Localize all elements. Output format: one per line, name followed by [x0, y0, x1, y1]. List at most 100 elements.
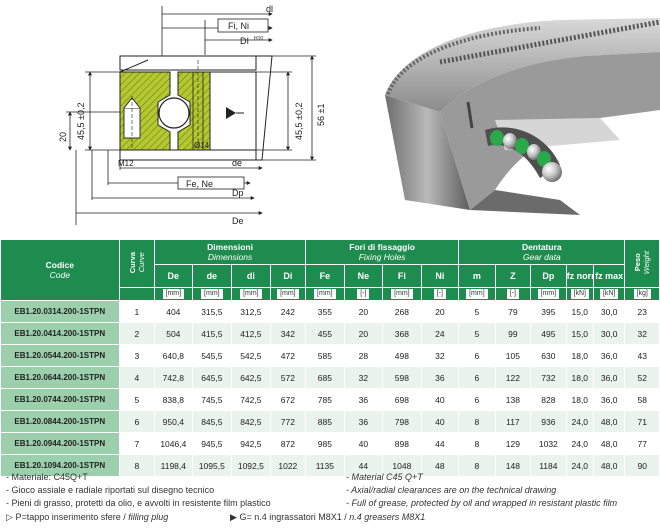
- table-cell: 5: [118, 388, 156, 411]
- table-cell: 395: [530, 300, 567, 323]
- dim-height-left: 45,5 ±0,2: [76, 103, 86, 140]
- table-cell: 18,0: [565, 388, 594, 411]
- table-cell: 36,0: [592, 344, 626, 367]
- table-cell: 242: [269, 300, 307, 323]
- dim-dp: Dp: [232, 188, 244, 198]
- table-cell: 838,8: [154, 388, 193, 411]
- table-cell: 455: [305, 322, 345, 345]
- table-cell: 44: [420, 432, 460, 455]
- table-cell: 36: [420, 366, 460, 389]
- table-cell: 404: [154, 300, 193, 323]
- unit-blank: [118, 287, 156, 301]
- table-cell: 8: [118, 454, 156, 477]
- col-header: fz norm: [565, 264, 594, 288]
- table-cell: 542,5: [231, 344, 271, 367]
- table-cell: 268: [382, 300, 422, 323]
- table-cell: 355: [305, 300, 345, 323]
- table-cell: 48,0: [592, 410, 626, 433]
- table-cell: 40: [343, 432, 384, 455]
- table-cell: 15,0: [565, 322, 594, 345]
- table-cell: 77: [624, 432, 660, 455]
- table-cell: 545,5: [191, 344, 233, 367]
- table-cell: 415,5: [191, 322, 233, 345]
- bearing-cross-section: [119, 6, 273, 161]
- table-cell: 942,5: [231, 432, 271, 455]
- dim-height-right: 45,5 ±0,2: [294, 103, 304, 140]
- table-cell: 950,4: [154, 410, 193, 433]
- table-cell: 18,0: [565, 366, 594, 389]
- table-cell: 2: [118, 322, 156, 345]
- dim-thread-m12: M12: [118, 159, 134, 168]
- col-header: Ni: [420, 264, 460, 288]
- table-cell: 30,0: [592, 300, 626, 323]
- product-code: EB1.20.0744.200-1STPN: [0, 388, 120, 411]
- unit-cell: [mm]: [458, 287, 496, 301]
- table-cell: 5: [458, 300, 496, 323]
- table-cell: 1048: [382, 454, 422, 477]
- table-cell: 885: [305, 410, 345, 433]
- table-cell: 117: [494, 410, 532, 433]
- table-cell: 32: [343, 366, 384, 389]
- unit-cell: [-]: [343, 287, 384, 301]
- table-cell: 672: [269, 388, 307, 411]
- table-cell: 598: [382, 366, 422, 389]
- table-cell: 1095,5: [191, 454, 233, 477]
- table-cell: 742,5: [231, 388, 271, 411]
- table-cell: 32: [624, 322, 660, 345]
- table-cell: 1092,5: [231, 454, 271, 477]
- table-cell: 8: [458, 432, 496, 455]
- col-header: Fe: [305, 264, 345, 288]
- col-header: m: [458, 264, 496, 288]
- table-cell: 99: [494, 322, 532, 345]
- table-cell: 640,8: [154, 344, 193, 367]
- table-cell: 642,5: [231, 366, 271, 389]
- table-cell: 6: [458, 388, 496, 411]
- col-header: Fi: [382, 264, 422, 288]
- notes: - Materiale: C45Q+T - Gioco assiale e ra…: [0, 472, 660, 530]
- note-grease-en: - Full of grease, protected by oil and w…: [346, 498, 618, 508]
- table-cell: 1046,4: [154, 432, 193, 455]
- table-cell: 504: [154, 322, 193, 345]
- table-cell: 122: [494, 366, 532, 389]
- dim-hole-dia: Ø14: [194, 141, 210, 150]
- col-header: De: [154, 264, 193, 288]
- table-cell: 936: [530, 410, 567, 433]
- dim-fi-ni: Fi, Ni: [228, 21, 249, 31]
- col-header: fz max: [592, 264, 626, 288]
- table-cell: 40: [420, 388, 460, 411]
- product-code: EB1.20.0844.200-1STPN: [0, 410, 120, 433]
- table-cell: 498: [382, 344, 422, 367]
- unit-cell: [kN]: [565, 287, 594, 301]
- table-cell: 585: [305, 344, 345, 367]
- dim-height-20: 20: [58, 132, 68, 142]
- col-header: Z: [494, 264, 532, 288]
- col-header: de: [191, 264, 233, 288]
- table-cell: 6: [458, 366, 496, 389]
- table-cell: 985: [305, 432, 345, 455]
- table-cell: 685: [305, 366, 345, 389]
- dim-fe-ne: Fe, Ne: [186, 179, 213, 189]
- table-cell: 129: [494, 432, 532, 455]
- table-cell: 6: [458, 344, 496, 367]
- product-code: EB1.20.0314.200-1STPN: [0, 300, 120, 323]
- table-cell: 342: [269, 322, 307, 345]
- table-cell: 798: [382, 410, 422, 433]
- table-cell: 36: [343, 388, 384, 411]
- table-cell: 698: [382, 388, 422, 411]
- unit-cell: [mm]: [305, 287, 345, 301]
- dim-height-56: 56 ±1: [316, 104, 326, 126]
- table-cell: 79: [494, 300, 532, 323]
- table-cell: 48: [420, 454, 460, 477]
- dim-de-outer: De: [232, 216, 244, 226]
- table-cell: 495: [530, 322, 567, 345]
- table-cell: 742,8: [154, 366, 193, 389]
- unit-cell: [mm]: [154, 287, 193, 301]
- table-cell: 1184: [530, 454, 567, 477]
- table-cell: 1: [118, 300, 156, 323]
